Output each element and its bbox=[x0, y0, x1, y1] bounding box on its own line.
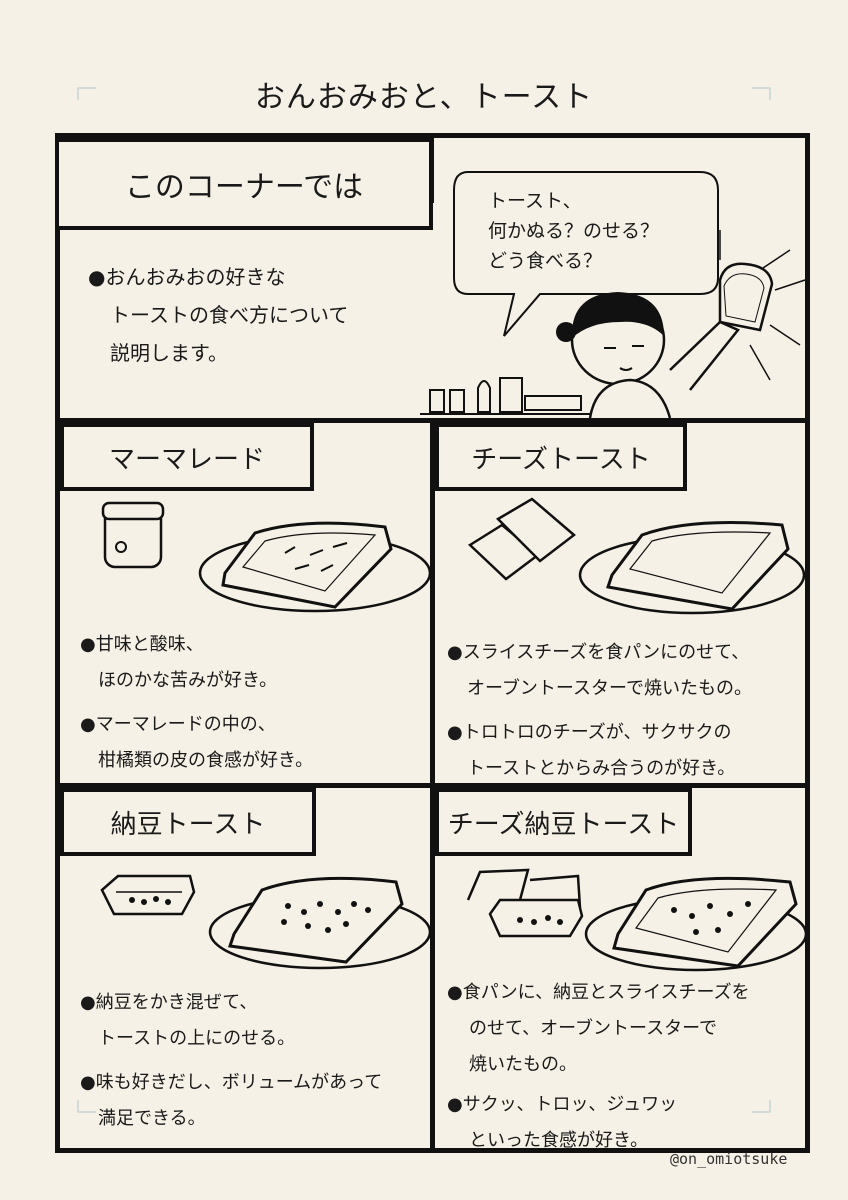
bullet-line: のせて、オーブントースターで bbox=[469, 1018, 718, 1039]
bullet-line: ●納豆をかき混ぜて、 bbox=[80, 992, 258, 1013]
intro-line: トーストの食べ方について bbox=[110, 303, 349, 327]
panel-heading-box: チーズ納豆トースト bbox=[435, 788, 692, 856]
panel-text: ●スライスチーズを食パンにのせて、 オーブントースターで焼いたもの。 ●トロトロ… bbox=[447, 635, 752, 787]
bullet-line: といった食感が好き。 bbox=[469, 1130, 649, 1151]
panel-heading: チーズトースト bbox=[471, 444, 651, 475]
bullet-line: ほのかな苦みが好き。 bbox=[98, 670, 278, 691]
bullet-line: ●マーマレードの中の、 bbox=[80, 714, 276, 735]
panel-heading: チーズ納豆トースト bbox=[447, 809, 680, 840]
bullet-line: 満足できる。 bbox=[98, 1108, 206, 1129]
speech-line: トースト、 bbox=[488, 190, 582, 212]
bullet-line: 焼いたもの。 bbox=[469, 1054, 577, 1075]
intro-line: 説明します。 bbox=[110, 341, 228, 365]
panel-text: ●甘味と酸味、 ほのかな苦みが好き。 ●マーマレードの中の、 柑橘類の皮の食感が… bbox=[80, 627, 313, 779]
page-title: おんおみおと、トースト bbox=[254, 80, 594, 115]
bullet-line: 柑橘類の皮の食感が好き。 bbox=[98, 750, 314, 771]
bullet-line: ●スライスチーズを食パンにのせて、 bbox=[447, 642, 750, 663]
panel-heading-box: マーマレード bbox=[60, 423, 314, 491]
speech-bubble bbox=[453, 171, 719, 337]
bullet-line: トーストの上にのせる。 bbox=[98, 1028, 296, 1049]
bullet-line: ●味も好きだし、ボリュームがあって bbox=[80, 1072, 383, 1093]
panel-text: ●食パンに、納豆とスライスチーズを のせて、オーブントースターで 焼いたもの。 … bbox=[447, 975, 750, 1159]
panel-heading-box: 納豆トースト bbox=[60, 788, 316, 856]
speech-line: どう食べる？ bbox=[488, 250, 603, 272]
bullet-line: ●甘味と酸味、 bbox=[80, 634, 204, 655]
bullet-line: ●食パンに、納豆とスライスチーズを bbox=[447, 982, 750, 1003]
speech-text: トースト、 何かぬる？のせる？ どう食べる？ bbox=[488, 186, 659, 276]
bullet-line: ●トロトロのチーズが、サクサクの bbox=[447, 722, 732, 743]
panel-text: ●納豆をかき混ぜて、 トーストの上にのせる。 ●味も好きだし、ボリュームがあって… bbox=[80, 985, 382, 1137]
bullet-line: オーブントースターで焼いたもの。 bbox=[467, 678, 752, 699]
divider bbox=[55, 783, 810, 788]
intro-text: ●おんおみおの好きな トーストの食べ方について 説明します。 bbox=[88, 258, 348, 372]
intro-line: ●おんおみおの好きな bbox=[88, 265, 286, 289]
speech-line: 何かぬる？のせる？ bbox=[488, 220, 660, 242]
bullet-line: ●サクッ、トロッ、ジュワッ bbox=[447, 1094, 678, 1115]
intro-heading-box: このコーナーでは bbox=[55, 138, 433, 230]
author-handle: @on_omiotsuke bbox=[670, 1150, 788, 1168]
cheese-toast-illustration bbox=[467, 497, 806, 615]
panel-heading: 納豆トースト bbox=[110, 809, 266, 840]
character-illustration bbox=[420, 230, 806, 419]
marmalade-toast-illustration bbox=[101, 501, 432, 613]
natto-toast-illustration bbox=[100, 874, 432, 970]
intro-heading: このコーナーでは bbox=[124, 170, 364, 205]
cheese-natto-toast-illustration bbox=[466, 868, 808, 972]
panel-heading: マーマレード bbox=[108, 444, 265, 475]
panel-heading-box: チーズトースト bbox=[435, 423, 687, 491]
bullet-line: トーストとからみ合うのが好き。 bbox=[467, 758, 736, 779]
